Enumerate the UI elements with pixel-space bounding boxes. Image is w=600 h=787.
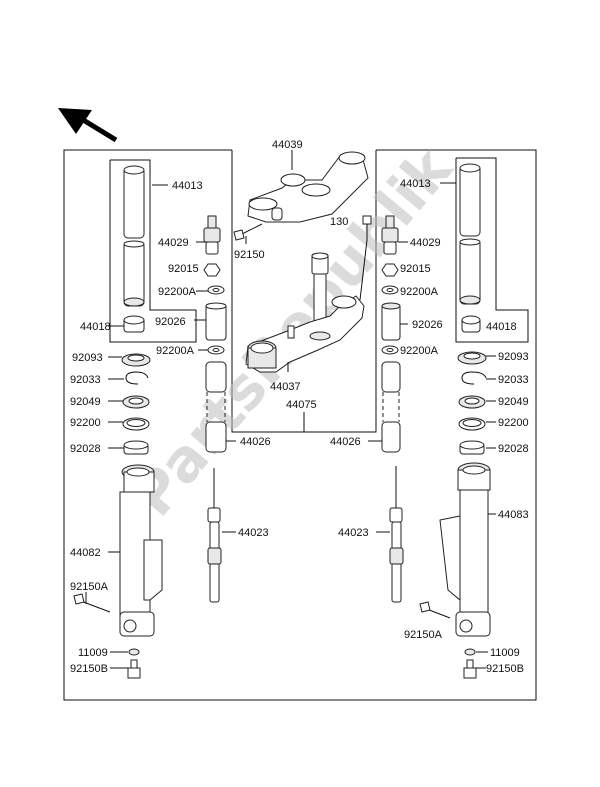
right-clip xyxy=(461,371,487,385)
right-spring xyxy=(381,361,401,453)
label-130: 130 xyxy=(330,216,348,228)
left-clip xyxy=(125,371,149,385)
label-right-92150B: 92150B xyxy=(486,663,524,675)
right-bolt-a xyxy=(419,601,451,619)
label-left-11009: 11009 xyxy=(78,647,108,659)
left-spacer xyxy=(205,302,227,341)
label-right-44029: 44029 xyxy=(410,237,441,249)
left-dust-seal xyxy=(121,353,151,367)
right-bush xyxy=(461,315,481,333)
label-right-44018: 44018 xyxy=(486,321,517,333)
left-bolt-b xyxy=(127,659,141,679)
right-bolt-b xyxy=(463,659,477,679)
right-dust-seal xyxy=(457,351,487,365)
label-left-44029: 44029 xyxy=(158,237,189,249)
label-right-44026: 44026 xyxy=(330,436,361,448)
label-right-44083: 44083 xyxy=(498,509,529,521)
left-spring xyxy=(205,361,227,453)
right-guide-bush xyxy=(459,440,485,455)
label-44075: 44075 xyxy=(286,399,317,411)
label-left-44026: 44026 xyxy=(240,436,271,448)
label-left-92015: 92015 xyxy=(168,263,199,275)
label-44037: 44037 xyxy=(270,381,301,393)
left-bolt-a xyxy=(73,593,111,613)
arrow-up-left-icon xyxy=(58,108,118,143)
bolt-92150 xyxy=(233,223,263,241)
right-outer-tube xyxy=(439,462,491,637)
left-gasket xyxy=(128,648,140,656)
left-nut xyxy=(203,263,221,277)
right-washer-lower xyxy=(381,345,399,355)
label-right-92028: 92028 xyxy=(498,443,529,455)
label-right-92200A-lower: 92200A xyxy=(400,345,439,357)
stem-bracket xyxy=(245,295,365,373)
right-oil-seal xyxy=(458,395,486,409)
left-inner-tube xyxy=(123,165,145,307)
label-left-92200A-lower: 92200A xyxy=(156,345,195,357)
left-washer-upper xyxy=(207,285,225,295)
label-92150: 92150 xyxy=(234,249,265,261)
left-bush xyxy=(123,315,145,333)
label-left-92028: 92028 xyxy=(70,443,101,455)
label-left-92150A: 92150A xyxy=(70,581,109,593)
label-right-92150A: 92150A xyxy=(404,629,443,641)
left-fork-cap xyxy=(203,215,221,255)
label-right-92200: 92200 xyxy=(498,417,529,429)
upper-bracket xyxy=(247,151,369,223)
left-guide-bush xyxy=(123,440,149,455)
left-oil-seal xyxy=(122,395,150,409)
label-right-92093: 92093 xyxy=(498,351,529,363)
label-left-92150B: 92150B xyxy=(70,663,108,675)
right-cylinder xyxy=(389,466,404,603)
label-right-44023: 44023 xyxy=(338,527,369,539)
left-tube-box xyxy=(109,159,197,343)
label-right-92026: 92026 xyxy=(412,319,443,331)
left-washer-lower xyxy=(207,345,225,355)
right-washer xyxy=(458,417,486,431)
left-cylinder xyxy=(207,468,222,603)
label-right-44013: 44013 xyxy=(400,178,431,190)
leader-lines xyxy=(85,150,496,669)
label-left-44023: 44023 xyxy=(238,527,269,539)
label-right-11009: 11009 xyxy=(490,647,520,659)
label-44039: 44039 xyxy=(272,139,303,151)
label-left-92200: 92200 xyxy=(70,417,101,429)
label-left-92049: 92049 xyxy=(70,396,101,408)
label-right-92015: 92015 xyxy=(400,263,431,275)
label-left-92026: 92026 xyxy=(155,316,186,328)
left-outer-tube xyxy=(119,464,163,637)
label-left-92033: 92033 xyxy=(70,374,101,386)
left-washer xyxy=(122,417,150,431)
right-washer-upper xyxy=(381,285,399,295)
right-nut xyxy=(381,263,399,277)
bolt-130 xyxy=(359,215,372,301)
label-left-44018: 44018 xyxy=(80,321,111,333)
label-right-92200A-upper: 92200A xyxy=(400,286,439,298)
label-left-44082: 44082 xyxy=(70,547,101,559)
right-fork-cap xyxy=(381,215,399,255)
label-left-92093: 92093 xyxy=(72,352,103,364)
label-right-92033: 92033 xyxy=(498,374,529,386)
label-left-92200A-upper: 92200A xyxy=(158,286,197,298)
label-right-92049: 92049 xyxy=(498,396,529,408)
right-spacer xyxy=(381,302,401,341)
right-inner-tube xyxy=(459,163,481,305)
label-left-44013: 44013 xyxy=(172,180,203,192)
right-gasket xyxy=(464,648,476,656)
